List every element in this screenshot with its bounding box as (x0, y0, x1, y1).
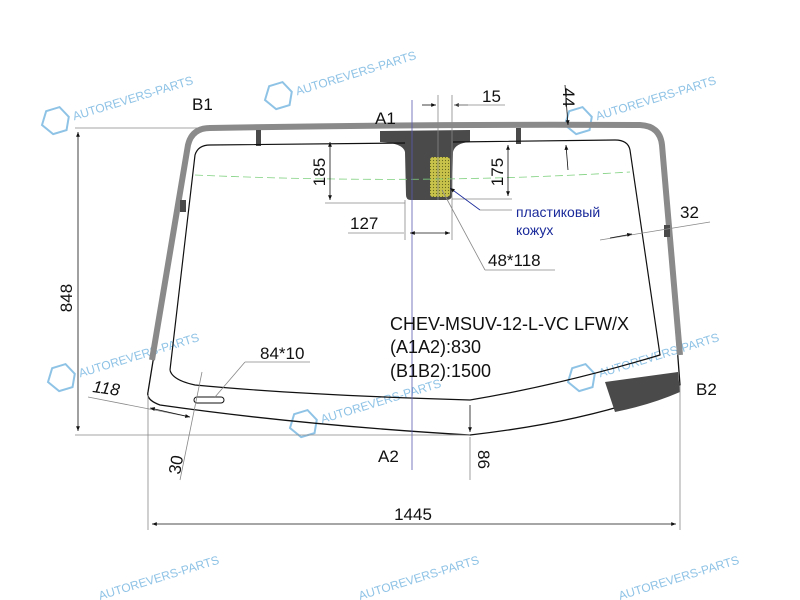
point-b1: B1 (192, 95, 213, 114)
b1b2-value: (B1B2):1500 (390, 361, 491, 381)
dim-sensor: 48*118 (488, 251, 541, 270)
dim-44: 44 (559, 88, 578, 107)
watermark-text: AUTOREVERS-PARTS (77, 330, 201, 380)
dark-frit-corner (605, 372, 680, 412)
dim-height: 848 (57, 284, 76, 312)
dim-175: 175 (488, 158, 507, 186)
part-code: CHEV-MSUV-12-L-VC LFW/X (390, 314, 629, 334)
dim-118: 118 (91, 377, 121, 400)
dim-width: 1445 (394, 505, 432, 524)
watermark-text: AUTOREVERS-PARTS (294, 48, 418, 98)
dim-86: 86 (474, 450, 493, 469)
watermark-text: AUTOREVERS-PARTS (594, 73, 718, 123)
watermark-text: AUTOREVERS-PARTS (617, 553, 741, 600)
dim-32: 32 (680, 203, 699, 222)
dim-127: 127 (350, 214, 378, 233)
sensor-area (430, 157, 450, 197)
dim-slot: 84*10 (260, 344, 304, 363)
dim-30: 30 (165, 454, 187, 476)
note-line1: пластиковый (516, 204, 600, 220)
slot (193, 396, 225, 404)
point-a1: A1 (375, 109, 396, 128)
watermark-text: AUTOREVERS-PARTS (71, 73, 195, 123)
dim-185: 185 (310, 158, 329, 186)
dimension-lines (75, 84, 711, 530)
point-b2: B2 (696, 380, 717, 399)
mirror-mount-area (380, 130, 470, 200)
watermark-text: AUTOREVERS-PARTS (357, 553, 481, 600)
point-a2: A2 (378, 447, 399, 466)
dim-15: 15 (482, 87, 501, 106)
note-line2: кожух (516, 222, 553, 238)
a1a2-value: (A1A2):830 (390, 337, 481, 357)
watermark-text: AUTOREVERS-PARTS (319, 376, 443, 426)
watermark-text: AUTOREVERS-PARTS (97, 553, 221, 600)
